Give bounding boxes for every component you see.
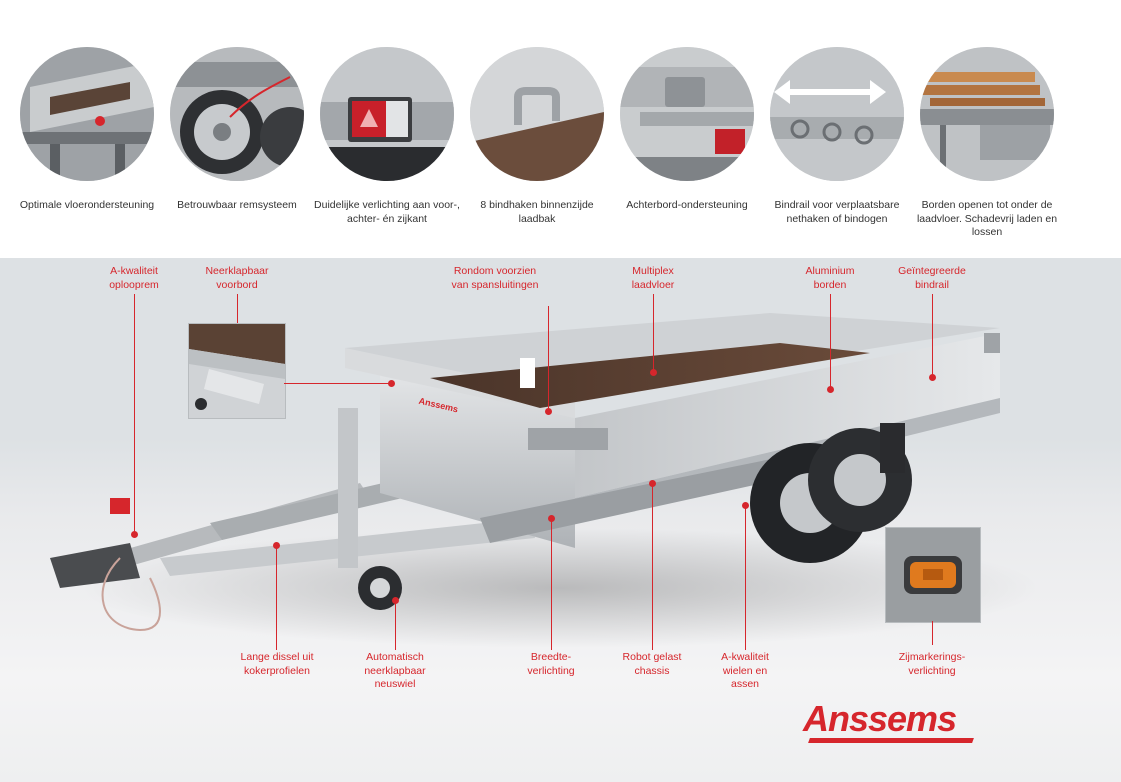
tie-hook-photo: [470, 47, 604, 181]
tail-light-photo: [320, 47, 454, 181]
anssems-logo: Anssems: [803, 698, 978, 748]
feature-caption: Borden openen tot onder de laadvloer. Sc…: [916, 199, 1058, 238]
tie-rail-photo: [770, 47, 904, 181]
callout-tension-locks: Rondom voorzien van spansluitingen: [451, 265, 539, 291]
feature-caption: Bindrail voor verplaatsbare nethaken of …: [774, 199, 900, 225]
logo-underline: [808, 738, 974, 743]
tailboard-support-photo: [620, 47, 754, 181]
feature-caption: Betrouwbaar remsysteem: [177, 199, 297, 211]
callout-plywood-floor: Multiplex laadvloer: [631, 265, 675, 291]
front-board-inset: [188, 323, 286, 419]
trailer-illustration: [50, 313, 1040, 648]
open-boards-photo: [920, 47, 1054, 181]
logo-text: Anssems: [803, 698, 957, 739]
feature-caption: 8 bindhaken binnenzijde laadbak: [480, 199, 594, 225]
callout-tie-rail: Geïntegreerde bindrail: [898, 265, 966, 291]
brake-system-photo: [170, 47, 304, 181]
callout-wheels-axles: A-kwaliteit wielen en assen: [721, 651, 769, 690]
callout-drawbar: Lange dissel uit kokerprofielen: [240, 651, 314, 677]
callout-chassis: Robot gelast chassis: [622, 651, 682, 677]
feature-caption: Optimale vloerondersteuning: [19, 199, 155, 211]
floor-support-photo: [20, 47, 154, 181]
side-marker-inset: [885, 527, 981, 623]
callout-front-board: Neerklapbaar voorbord: [205, 265, 269, 291]
callout-side-marker: Zijmarkerings-verlichting: [898, 651, 966, 677]
feature-caption: Duidelijke verlichting aan voor-, achter…: [314, 199, 460, 225]
callout-jockey-wheel: Automatisch neerklapbaar neuswiel: [364, 651, 426, 690]
callout-width-lights: Breedte-verlichting: [527, 651, 575, 677]
callout-aluminium-boards: Aluminium borden: [805, 265, 855, 291]
callout-overrun-brake: A-kwaliteit oplooprem: [109, 265, 159, 291]
feature-caption: Achterbord-ondersteuning: [626, 199, 748, 211]
